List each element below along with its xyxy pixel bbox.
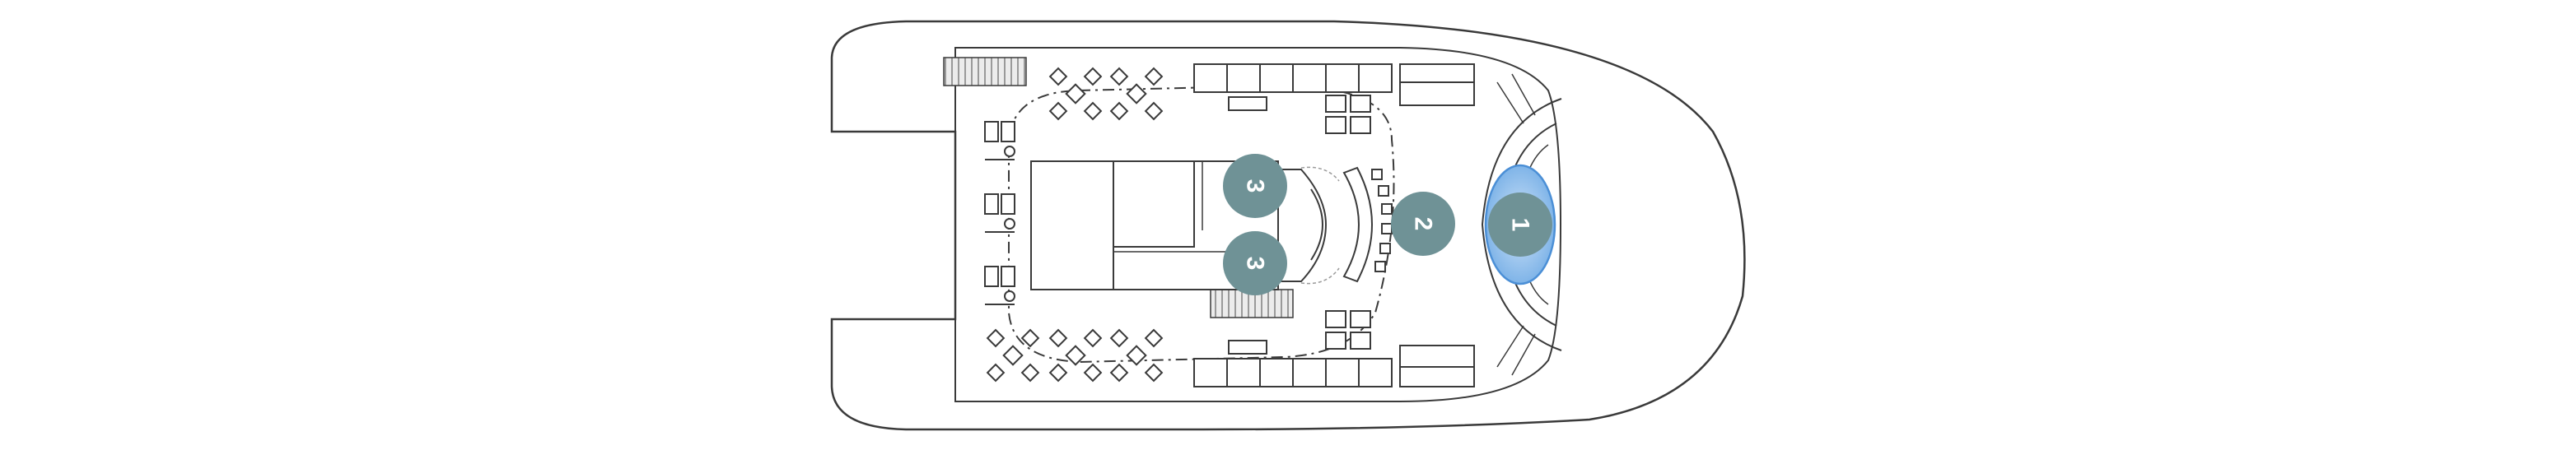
marker-2-label: 2: [1410, 217, 1437, 231]
marker-3a-label: 3: [1242, 179, 1269, 193]
bench-modules-top: [1193, 63, 1475, 111]
marker-3a[interactable]: 3: [1223, 154, 1287, 218]
marker-3b-label: 3: [1242, 257, 1269, 271]
deck-boundary: [954, 47, 1562, 402]
hatched-panel-top: [943, 57, 1027, 86]
marker-1[interactable]: 1: [1488, 193, 1552, 257]
marker-1-label: 1: [1507, 218, 1534, 232]
lounger-pairs: [984, 121, 1015, 305]
bench-modules-bottom: [1193, 340, 1475, 387]
marker-2[interactable]: 2: [1391, 192, 1455, 256]
deckhouse: [1030, 160, 1340, 290]
marker-3b[interactable]: 3: [1223, 231, 1287, 295]
bar-tables: [1325, 95, 1371, 350]
